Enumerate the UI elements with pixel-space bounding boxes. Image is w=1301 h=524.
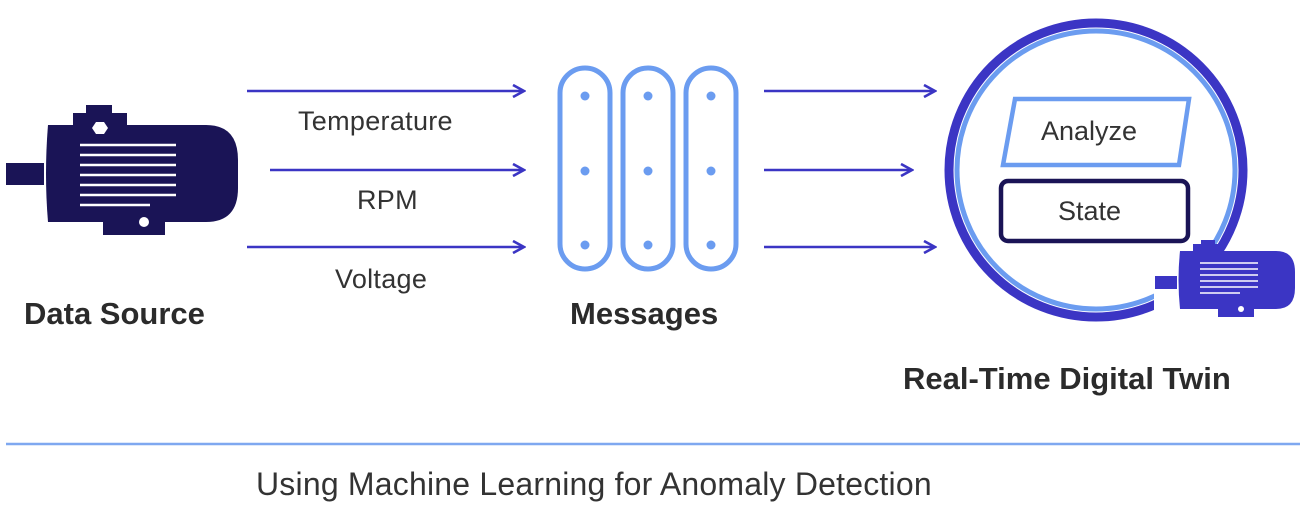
motor-details — [80, 122, 176, 227]
message-queue-icon — [557, 65, 613, 272]
message-queue-icon — [620, 65, 676, 272]
digital-twin-label: Real-Time Digital Twin — [903, 361, 1231, 396]
analyze-label: Analyze — [1041, 116, 1138, 146]
caption: Using Machine Learning for Anomaly Detec… — [256, 466, 932, 502]
twin-outer-ring — [944, 18, 1248, 322]
message-queue-icon — [683, 65, 739, 272]
rpm-label: RPM — [357, 185, 418, 215]
state-label: State — [1058, 196, 1122, 226]
motor-icon — [1154, 240, 1301, 348]
data-source-label: Data Source — [24, 296, 205, 331]
messages-label: Messages — [570, 296, 719, 331]
twin-inner-ring — [954, 28, 1238, 312]
motor-icon — [6, 105, 238, 235]
temperature-label: Temperature — [298, 106, 453, 136]
analyze-box — [1000, 96, 1192, 168]
voltage-label: Voltage — [335, 264, 428, 294]
state-box — [998, 178, 1191, 244]
